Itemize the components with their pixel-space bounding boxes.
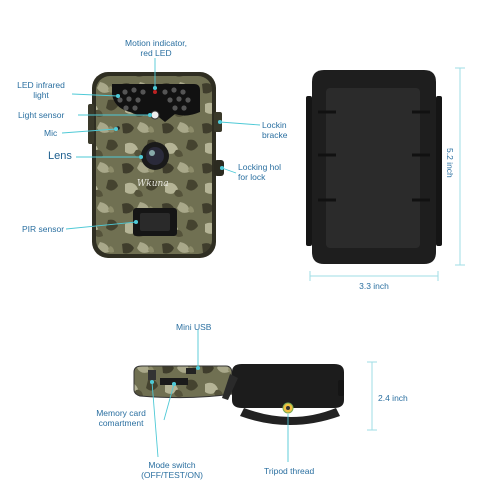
motion-indicator-line1: Motion indicator, [125,38,187,48]
mode-switch-line1: Mode switch [148,460,196,470]
locking-hole-label: Locking hol for lock [238,162,281,182]
camera-back [306,70,442,264]
mini-usb-label: Mini USB [176,322,212,332]
motion-led [153,90,157,94]
led-infrared-line1: LED infrared [17,80,65,90]
memory-card-line1: Memory card [96,408,146,418]
left-clip [88,104,94,144]
mini-usb-port [186,368,196,374]
motion-indicator-label: Motion indicator, red LED [108,38,204,58]
led-infrared-line2: light [33,90,49,100]
locking-bracket-line2: bracke [262,130,288,140]
tripod-thread-label: Tripod thread [264,466,315,476]
locking-bracket-line1: Lockin [262,120,287,130]
light-sensor [150,110,160,120]
mode-switch [148,370,156,380]
width-dimension-label: 3.3 inch [359,281,389,291]
callout-lines [61,58,289,462]
height-dimension-label: 5.2 inch [445,148,455,178]
mode-switch-line2: (OFF/TEST/ON) [141,470,203,480]
memory-card-line2: comartment [98,418,144,428]
led-infrared-label: LED infrared light [6,80,76,100]
ir-leds [117,87,191,111]
locking-hole-line1: Locking hol [238,162,282,172]
camera-side-open [133,364,344,425]
locking-hole-line2: for lock [238,172,266,182]
dimension-lines [309,67,465,431]
memory-card-slot [160,378,188,385]
locking-hole [214,160,224,176]
brand-logo: Wkuna [137,179,169,189]
mic-label: Mic [44,128,58,138]
lens-label: Lens [48,150,72,162]
mode-switch-label: Mode switch (OFF/TEST/ON) [126,460,218,480]
light-sensor-label: Light sensor [18,110,65,120]
motion-indicator-line2: red LED [140,48,172,58]
memory-card-label: Memory card comartment [74,408,168,428]
ir-led-panel [112,84,200,122]
locking-bracket-label: Lockin bracke [262,120,288,140]
depth-dimension-label: 2.4 inch [378,393,408,403]
pir-sensor-label: PIR sensor [22,224,65,234]
camera-front [88,72,224,258]
